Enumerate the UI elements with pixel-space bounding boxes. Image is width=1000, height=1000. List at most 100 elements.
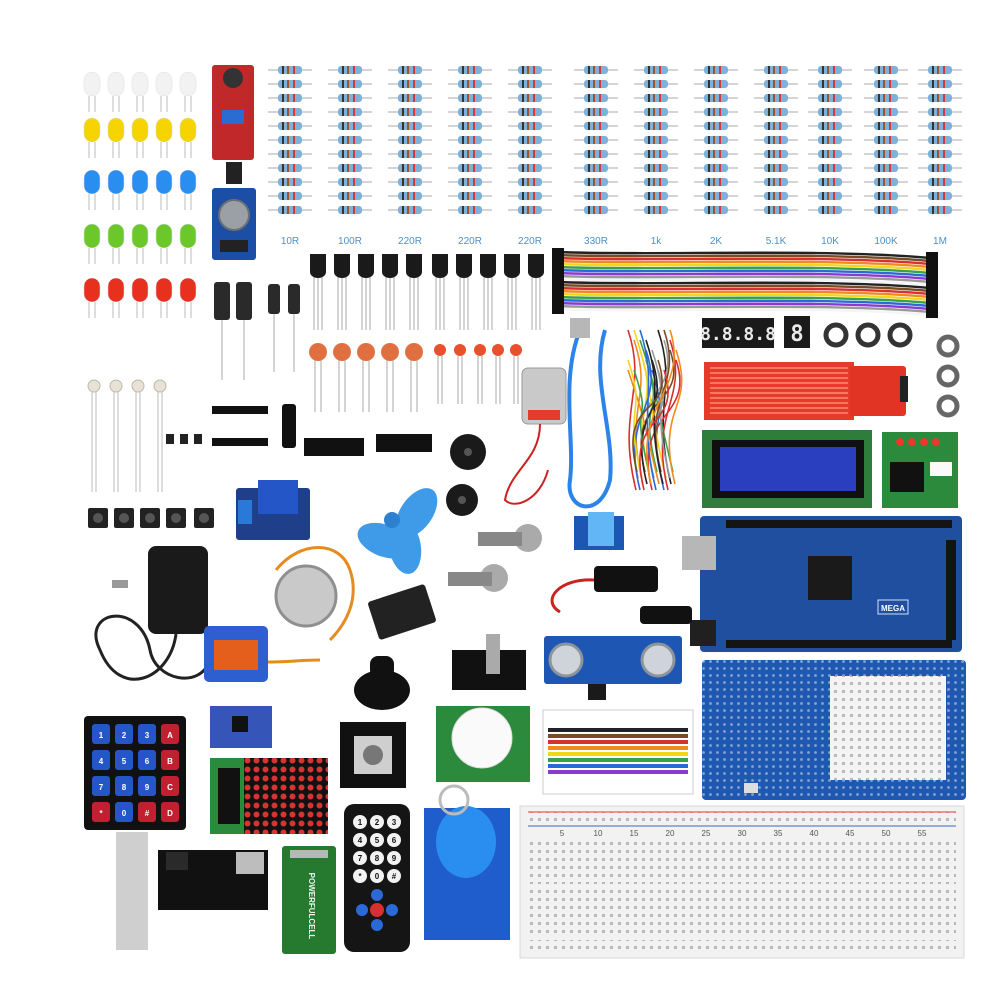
resistor bbox=[584, 192, 608, 200]
remote-key bbox=[370, 833, 384, 847]
resistor bbox=[338, 136, 362, 144]
remote-key-label: 2 bbox=[375, 818, 380, 827]
fan-propeller bbox=[357, 488, 438, 574]
potentiometers bbox=[448, 524, 542, 592]
resistor bbox=[644, 122, 668, 130]
transistor bbox=[480, 254, 496, 278]
breadboard-power-module bbox=[158, 850, 268, 910]
resistor bbox=[338, 122, 362, 130]
led bbox=[155, 223, 173, 249]
keypad-key bbox=[92, 776, 110, 796]
jumper-wire-ribbon bbox=[552, 248, 938, 318]
electrolytic-capacitors bbox=[214, 282, 300, 380]
keypad-key-label: 2 bbox=[122, 731, 127, 740]
resistor bbox=[398, 122, 422, 130]
battery-snap-cable bbox=[550, 566, 692, 624]
resistor bbox=[398, 108, 422, 116]
resistor bbox=[818, 66, 842, 74]
keypad-key-label: 3 bbox=[145, 731, 150, 740]
resistor bbox=[518, 80, 542, 88]
resistor bbox=[518, 206, 542, 214]
resistor bbox=[278, 206, 302, 214]
resistor bbox=[644, 150, 668, 158]
keypad-key-label: # bbox=[145, 809, 150, 818]
resistor bbox=[874, 94, 898, 102]
keypad-key-label: C bbox=[167, 783, 173, 792]
resistor bbox=[458, 206, 482, 214]
remote-key bbox=[353, 851, 367, 865]
resistor bbox=[764, 206, 788, 214]
buzzers bbox=[446, 434, 486, 516]
ceramic-capacitor bbox=[405, 343, 423, 361]
ceramic-capacitor bbox=[434, 344, 446, 356]
resistor bbox=[874, 150, 898, 158]
breadboard-number: 55 bbox=[918, 829, 927, 838]
rotary-encoder bbox=[452, 634, 526, 690]
resistor bbox=[928, 206, 952, 214]
resistor bbox=[644, 94, 668, 102]
water-level-sensor bbox=[704, 362, 908, 420]
resistor bbox=[928, 66, 952, 74]
remote-key bbox=[387, 815, 401, 829]
resistor bbox=[818, 178, 842, 186]
resistor bbox=[458, 66, 482, 74]
led bbox=[131, 117, 149, 143]
breadboard-number: 25 bbox=[702, 829, 711, 838]
resistor bbox=[518, 66, 542, 74]
resistor bbox=[584, 164, 608, 172]
resistor bbox=[398, 80, 422, 88]
photo-resistor bbox=[131, 379, 145, 393]
breadboard-number: 30 bbox=[738, 829, 747, 838]
resistor bbox=[584, 66, 608, 74]
ceramic-capacitor bbox=[454, 344, 466, 356]
keypad-key-label: 5 bbox=[122, 757, 127, 766]
led bbox=[179, 223, 197, 249]
keypad-key-label: 4 bbox=[99, 757, 104, 766]
keypad-key bbox=[161, 750, 179, 770]
resistor bbox=[764, 66, 788, 74]
pir-motion-sensor bbox=[436, 706, 530, 782]
dht11-sensor bbox=[574, 512, 624, 550]
breadboard-number: 45 bbox=[846, 829, 855, 838]
resistor-label: 100R bbox=[338, 236, 362, 247]
keypad-key bbox=[161, 776, 179, 796]
resistor bbox=[518, 94, 542, 102]
svg-text:8.8.8.8: 8.8.8.8 bbox=[700, 324, 776, 345]
keypad-key-label: 6 bbox=[145, 757, 150, 766]
resistor bbox=[644, 164, 668, 172]
resistor bbox=[278, 136, 302, 144]
ceramic-capacitor bbox=[333, 343, 351, 361]
led bbox=[83, 117, 101, 143]
battery-9v: POWERFULCELL bbox=[282, 846, 336, 954]
keypad-key bbox=[138, 802, 156, 822]
transistor-row bbox=[310, 254, 544, 330]
stepper-driver-board bbox=[882, 432, 958, 508]
push-buttons bbox=[88, 508, 214, 528]
remote-key-label: 4 bbox=[358, 836, 363, 845]
arduino-mega-board: MEGA bbox=[682, 516, 962, 652]
remote-key-label: 3 bbox=[392, 818, 397, 827]
resistor bbox=[928, 164, 952, 172]
resistor bbox=[874, 108, 898, 116]
mega-label: MEGA bbox=[881, 604, 905, 613]
remote-key bbox=[370, 851, 384, 865]
resistor bbox=[278, 66, 302, 74]
remote-key-label: 8 bbox=[375, 854, 380, 863]
resistor bbox=[764, 192, 788, 200]
remote-key-label: 9 bbox=[392, 854, 397, 863]
jumper-wire-bundle bbox=[627, 329, 683, 491]
remote-key bbox=[370, 815, 384, 829]
resistor bbox=[398, 94, 422, 102]
photo-resistors bbox=[87, 379, 202, 492]
resistor bbox=[704, 178, 728, 186]
transistor bbox=[382, 254, 398, 278]
transistor bbox=[358, 254, 374, 278]
ceramic-capacitor bbox=[510, 344, 522, 356]
resistor bbox=[584, 80, 608, 88]
resistor bbox=[458, 108, 482, 116]
led bbox=[107, 117, 125, 143]
resistor bbox=[398, 136, 422, 144]
transistor bbox=[310, 254, 326, 278]
resistor bbox=[278, 122, 302, 130]
